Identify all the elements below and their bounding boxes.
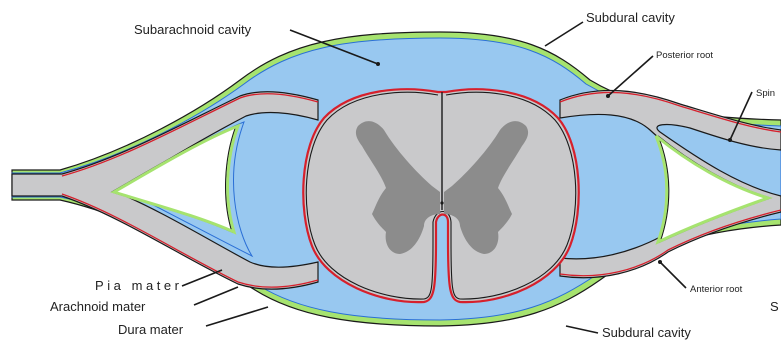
leader-subdural-top bbox=[545, 22, 583, 46]
label-spinal-ganglion: Spin bbox=[756, 88, 775, 99]
leader-pia bbox=[182, 270, 222, 286]
central-canal bbox=[440, 201, 443, 204]
leader-subdural-bottom bbox=[566, 326, 598, 333]
label-subarachnoid-cavity: Subarachnoid cavity bbox=[134, 22, 252, 37]
leader-arachnoid bbox=[194, 287, 238, 305]
label-subdural-cavity-top: Subdural cavity bbox=[586, 10, 675, 25]
label-pia-mater: Pia mater bbox=[95, 278, 180, 293]
label-dura-mater: Dura mater bbox=[118, 322, 184, 337]
label-arachnoid-mater: Arachnoid mater bbox=[50, 299, 146, 314]
label-right-partial: S bbox=[770, 299, 779, 314]
label-posterior-root: Posterior root bbox=[656, 50, 713, 61]
label-anterior-root: Anterior root bbox=[690, 284, 743, 295]
leader-anterior-root bbox=[660, 262, 686, 288]
label-subdural-cavity-bottom: Subdural cavity bbox=[602, 325, 691, 340]
leader-dura bbox=[206, 307, 268, 326]
leader-posterior-root bbox=[608, 56, 653, 96]
